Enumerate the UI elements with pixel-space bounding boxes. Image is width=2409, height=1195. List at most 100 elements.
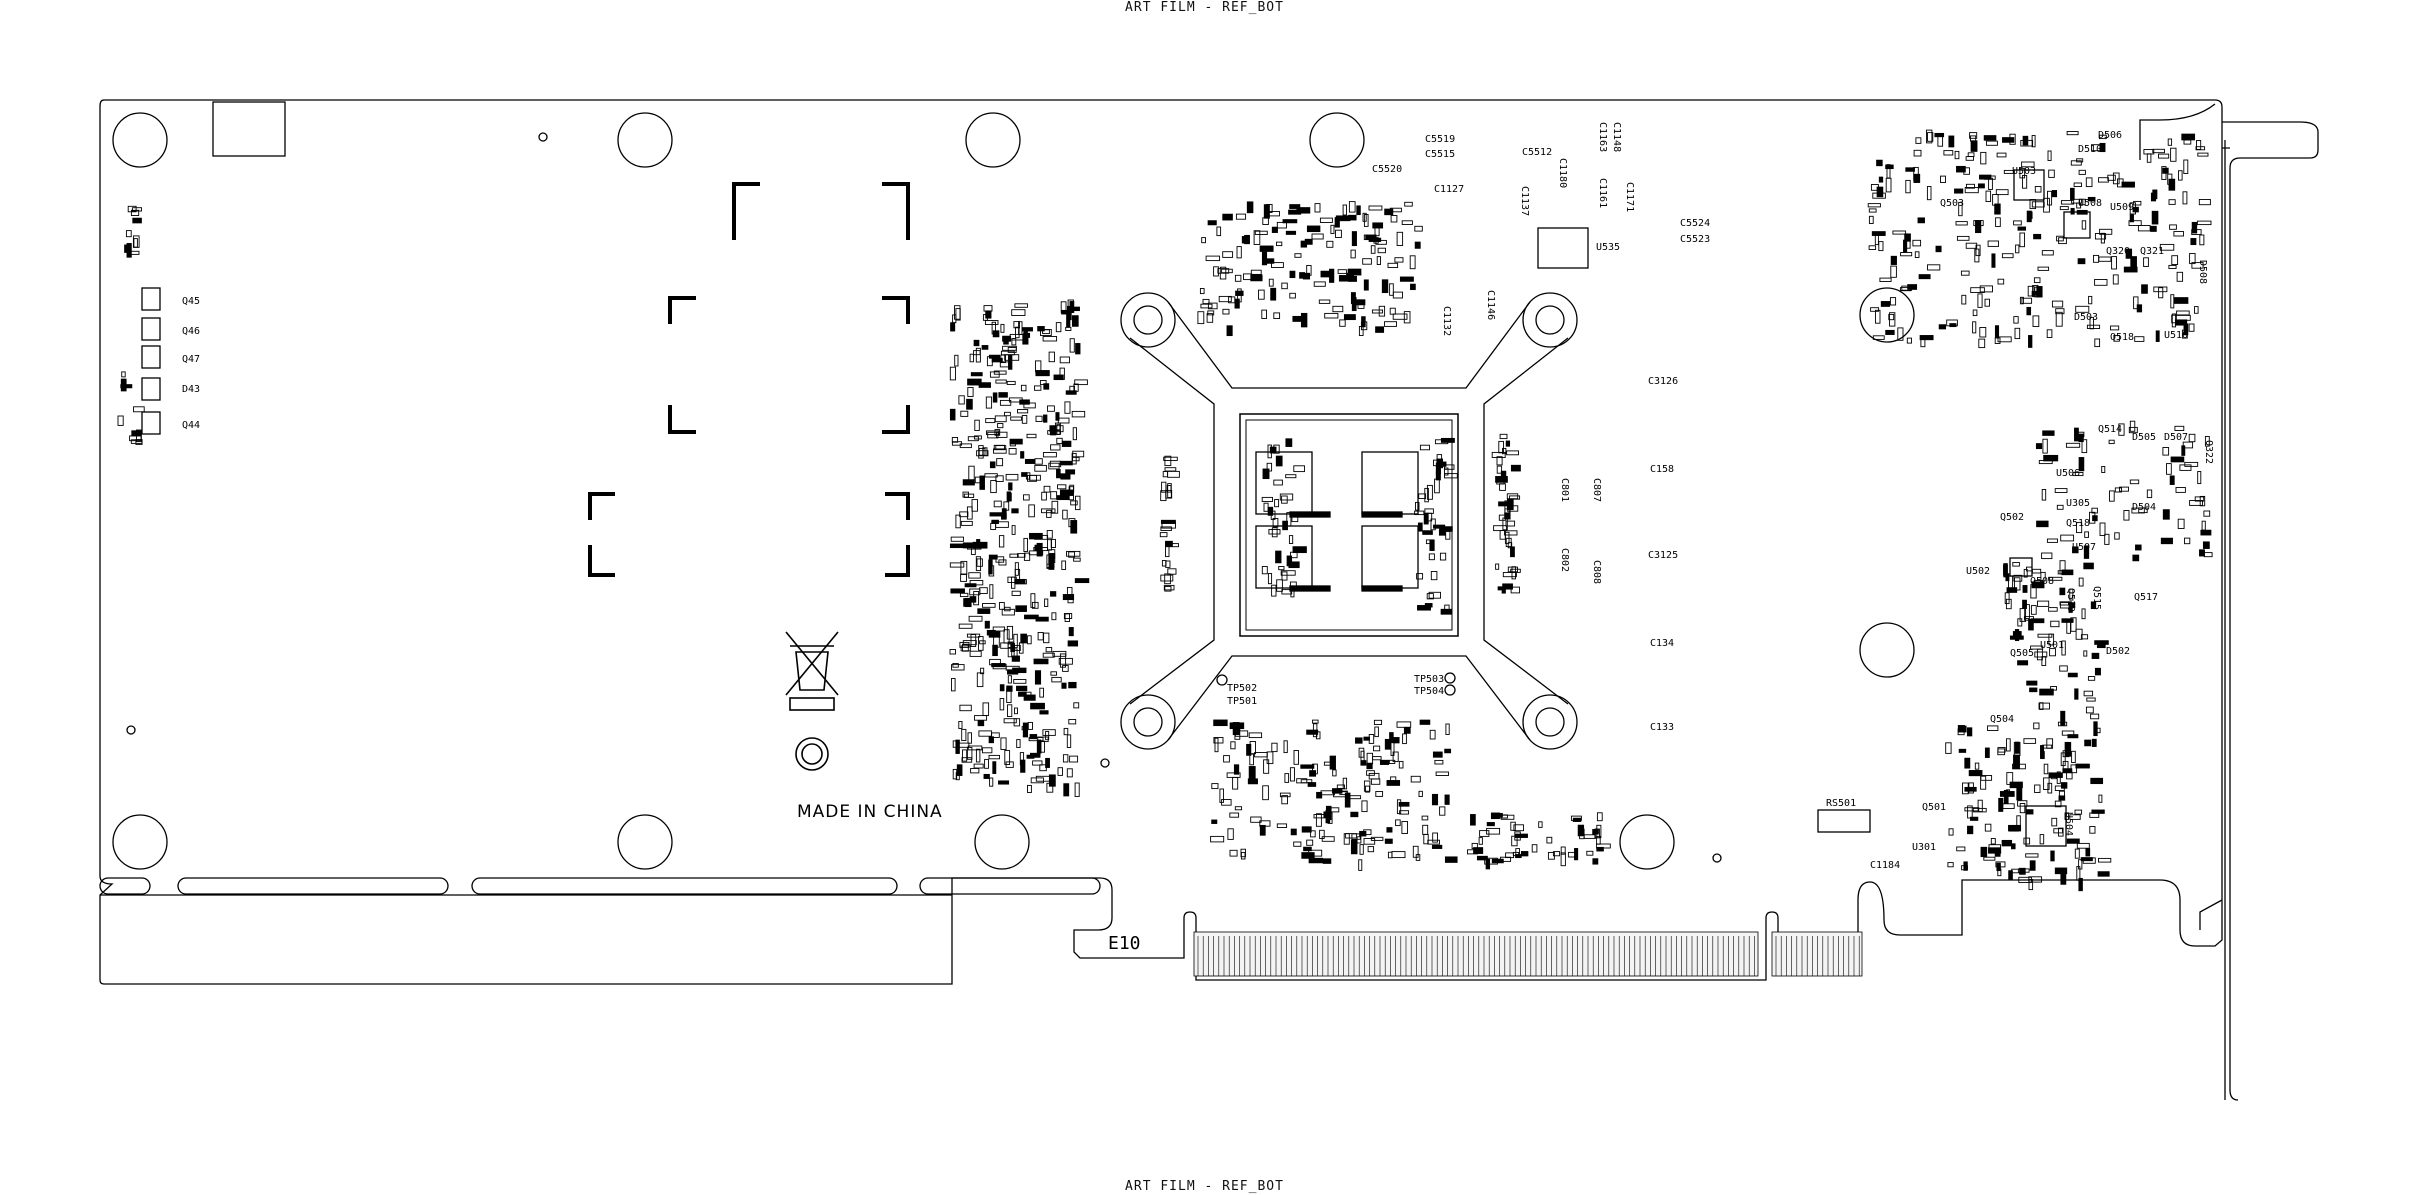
smd-pad <box>976 450 989 457</box>
smd-pad <box>2021 161 2035 168</box>
smd-pad <box>1008 482 1013 491</box>
smd-pad <box>1069 306 1080 312</box>
smd-pad <box>1273 479 1283 486</box>
smd-pad <box>1030 702 1045 710</box>
smd-pad <box>2179 464 2192 471</box>
smd-pad <box>1261 496 1273 502</box>
smd-pad <box>1345 833 1358 839</box>
smd-pad <box>1335 229 1342 238</box>
smd-pad <box>2014 629 2020 642</box>
smd-pad <box>1885 329 1895 335</box>
smd-pad <box>2060 534 2075 542</box>
test-points <box>1216 672 1456 696</box>
svg-text:Q45: Q45 <box>182 296 200 307</box>
smd-pad <box>1975 220 1982 234</box>
smd-pad <box>999 684 1005 692</box>
smd-pad <box>1066 734 1072 748</box>
smd-pad <box>1390 741 1395 756</box>
svg-text:C807: C807 <box>1591 478 1602 502</box>
smd-pad <box>1506 493 1519 500</box>
smd-pad <box>2031 201 2045 208</box>
smd-pad <box>1399 276 1414 282</box>
mounting-hole <box>974 814 1030 870</box>
smd-pad <box>1233 764 1240 775</box>
smd-pad <box>1267 573 1273 585</box>
smd-pad <box>1275 550 1282 564</box>
smd-pad <box>960 410 969 417</box>
svg-text:Q501: Q501 <box>1922 802 1946 813</box>
smd-pad <box>970 768 980 774</box>
smd-pad <box>1504 530 1518 536</box>
smd-pad <box>992 761 997 774</box>
smd-pad <box>1288 535 1294 544</box>
smd-pad <box>1412 845 1419 858</box>
smd-pad <box>1513 824 1524 832</box>
smd-pad <box>977 608 991 614</box>
smd-pad <box>2109 490 2115 502</box>
smd-pad <box>2068 602 2073 613</box>
smd-pad <box>2129 479 2140 485</box>
smd-pad <box>1068 627 1074 637</box>
smd-pad <box>1321 836 1335 842</box>
svg-text:Q504: Q504 <box>1990 714 2014 725</box>
smd-pad <box>1336 784 1345 789</box>
smd-pad <box>1348 795 1362 800</box>
smd-pad <box>1398 801 1410 807</box>
smd-pad <box>1300 764 1315 769</box>
smd-pad <box>1434 478 1440 494</box>
smd-pad <box>1319 829 1325 839</box>
smd-pad <box>970 542 976 555</box>
smd-pad <box>2037 633 2053 638</box>
smd-pad <box>1029 734 1038 740</box>
smd-pad <box>1917 217 1925 224</box>
smd-pad <box>1326 240 1334 248</box>
smd-pad <box>1017 409 1029 414</box>
smd-pad <box>1979 327 1987 338</box>
smd-pad <box>994 415 1007 423</box>
mounting-hole <box>112 112 168 168</box>
smd-pad <box>1307 782 1317 787</box>
smd-pad <box>1486 822 1495 827</box>
smd-pad <box>2065 442 2081 448</box>
smd-pad <box>1042 336 1058 342</box>
smd-pad <box>2153 286 2168 293</box>
smd-pad <box>993 444 1005 451</box>
smd-pad <box>980 667 985 675</box>
smd-pad <box>1014 644 1021 651</box>
smd-pad <box>124 244 130 253</box>
smd-pad <box>2057 721 2068 727</box>
smd-pad <box>2087 676 2096 681</box>
smd-pad <box>2098 134 2107 140</box>
smd-pad <box>992 330 1000 338</box>
edge-marker-label: E10 <box>1108 933 1141 954</box>
smd-pad <box>2199 234 2205 246</box>
smd-pad <box>981 345 989 350</box>
smd-pad <box>964 583 977 588</box>
smd-pad <box>1392 313 1408 320</box>
smd-pad <box>1502 572 1517 578</box>
edge-slot-2 <box>177 877 449 895</box>
smd-pad <box>1375 326 1385 333</box>
smd-pad <box>1246 743 1252 756</box>
smd-pad <box>1234 274 1242 282</box>
smd-pad <box>1050 444 1061 451</box>
smd-pad <box>2041 552 2053 560</box>
smd-pad <box>974 476 982 484</box>
smd-pad <box>975 748 981 763</box>
svg-text:D507: D507 <box>2164 432 2188 443</box>
smd-pad <box>960 573 967 582</box>
svg-text:TP502: TP502 <box>1227 683 1257 694</box>
smd-pad <box>2050 686 2057 691</box>
svg-text:C1127: C1127 <box>1434 184 1464 195</box>
smd-pad <box>1970 816 1979 821</box>
smd-pad <box>979 640 986 645</box>
smd-pad <box>2028 879 2034 891</box>
smd-pad <box>999 698 1005 711</box>
smd-pad <box>1515 848 1520 858</box>
edge-slot-3 <box>471 877 898 895</box>
smd-pad <box>1995 189 2009 196</box>
smd-pad <box>1358 859 1363 871</box>
smd-pad <box>1285 230 1297 235</box>
smd-pad <box>2040 571 2046 582</box>
smd-pad <box>2093 721 2098 737</box>
